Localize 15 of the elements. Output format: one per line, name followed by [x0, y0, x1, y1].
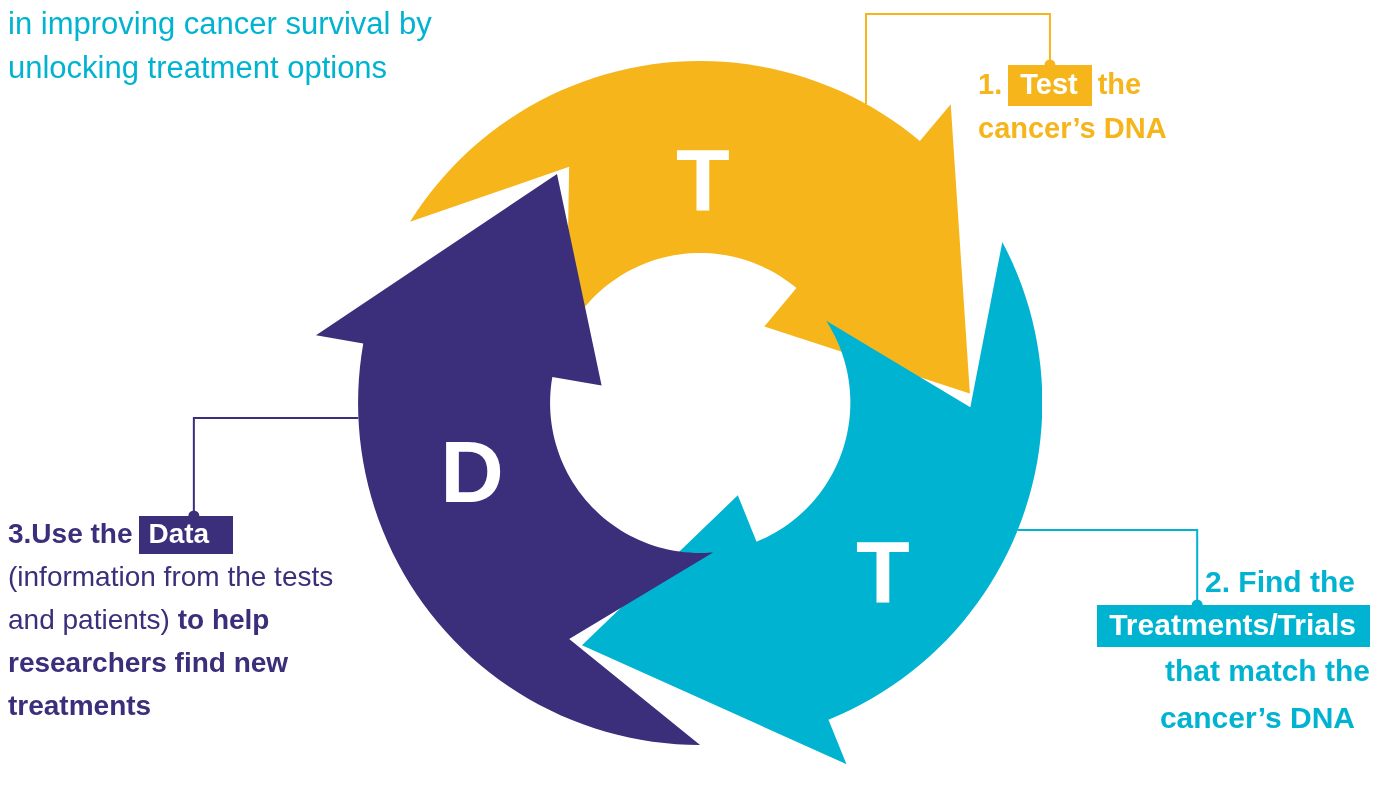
callout-text: 2. Find the: [1205, 565, 1356, 598]
step-letter: T: [856, 528, 910, 616]
callout-text: that match the cancer’s DNA: [1159, 654, 1370, 734]
callout-text: 3.Use the: [8, 518, 133, 549]
callout-text: (information from the tests and patients) to help researchers find new treatments: [8, 560, 335, 723]
step-letter: D: [440, 428, 504, 516]
highlighted-word: Data: [138, 516, 234, 554]
intro-text: in improving cancer survival by unlocking treatment options: [8, 5, 433, 87]
callout-text: 1.: [978, 68, 1003, 100]
step-letter: T: [676, 136, 730, 224]
highlighted-word: Test: [1008, 65, 1092, 106]
leader-line: [865, 13, 1056, 105]
highlighted-word: Treatments/Trials: [1097, 605, 1370, 647]
callout-text: the: [1097, 68, 1142, 100]
callout-text: cancer’s DNA: [978, 111, 1168, 146]
